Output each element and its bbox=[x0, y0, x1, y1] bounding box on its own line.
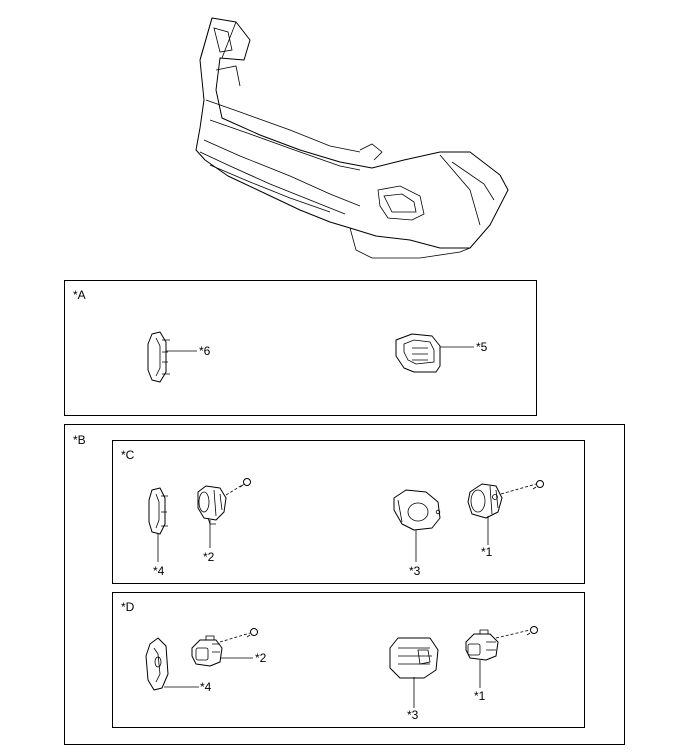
callout-d-side-plate: *4 bbox=[200, 680, 212, 694]
bezel-a bbox=[395, 333, 441, 373]
callout-d-lamp-small: *2 bbox=[255, 651, 267, 665]
screw-c-right bbox=[532, 480, 544, 490]
box-b bbox=[64, 424, 625, 745]
box-b-label: *B bbox=[73, 433, 86, 447]
side-plate-d bbox=[145, 637, 169, 691]
callout-d-bezel: *3 bbox=[407, 708, 419, 722]
callout-c-lamp: *1 bbox=[481, 545, 493, 559]
box-c-label: *C bbox=[121, 448, 135, 462]
box-d-label: *D bbox=[121, 600, 135, 614]
callout-a-side-plate: *6 bbox=[199, 344, 211, 358]
callout-c-lamp-small: *2 bbox=[203, 550, 215, 564]
box-a bbox=[64, 280, 537, 416]
fog-lamp-c bbox=[467, 483, 503, 519]
screw-d-right bbox=[526, 626, 538, 636]
bezel-d bbox=[389, 637, 439, 679]
fog-lamp-d bbox=[465, 629, 499, 661]
bezel-c bbox=[393, 489, 441, 531]
side-plate-c bbox=[148, 487, 168, 535]
callout-a-bezel: *5 bbox=[476, 340, 488, 354]
box-c bbox=[112, 440, 585, 584]
box-a-label: *A bbox=[73, 288, 86, 302]
fog-lamp-small-c bbox=[197, 485, 227, 525]
screw-d-left bbox=[246, 628, 258, 638]
side-plate-a bbox=[147, 331, 170, 383]
callout-c-side-plate: *4 bbox=[153, 564, 165, 578]
front-bumper-illustration bbox=[195, 17, 509, 259]
box-d bbox=[112, 592, 585, 728]
fog-lamp-small-d bbox=[191, 635, 223, 667]
callout-c-bezel: *3 bbox=[409, 564, 421, 578]
screw-c-left bbox=[239, 478, 251, 488]
callout-d-lamp: *1 bbox=[474, 689, 486, 703]
